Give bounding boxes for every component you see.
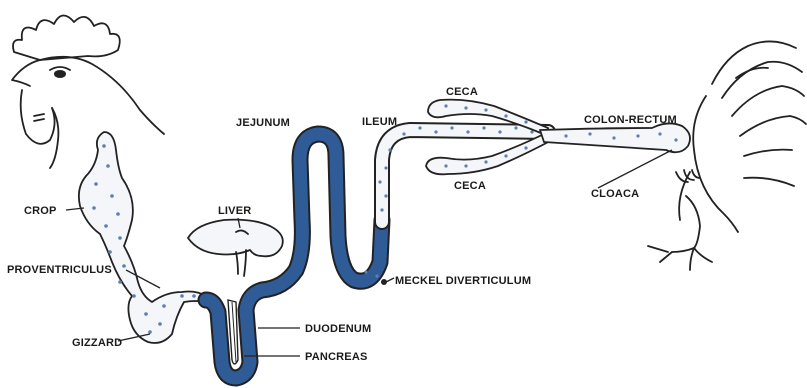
label-jejunum: JEJUNUM [236, 117, 290, 129]
liver [188, 220, 283, 257]
label-gizzard: GIZZARD [72, 337, 122, 349]
comb [13, 15, 120, 60]
label-liver: LIVER [218, 205, 251, 217]
label-ileum: ILEUM [362, 116, 397, 128]
beak [12, 60, 40, 86]
label-ceca-bottom: CECA [454, 180, 486, 192]
head-outline [40, 57, 164, 134]
wattle [21, 90, 55, 144]
label-pancreas: PANCREAS [305, 351, 368, 363]
label-ceca-top: CECA [446, 86, 478, 98]
label-cloaca: CLOACA [591, 188, 639, 200]
small-intestine [206, 134, 382, 378]
label-meckel-diverticulum: MECKEL DIVERTICULUM [395, 275, 531, 287]
label-proventriculus: PROVENTRICULUS [7, 264, 112, 276]
eye [54, 70, 66, 78]
crop-proventriculus-gizzard [79, 132, 206, 343]
rooster-head [12, 15, 164, 168]
label-colon-rectum: COLON-RECTUM [584, 114, 677, 126]
label-crop: CROP [24, 205, 57, 217]
label-duodenum: DUODENUM [305, 323, 371, 335]
rooster-tail [679, 41, 806, 232]
eye-brow [50, 67, 70, 70]
wattle-mark [34, 114, 44, 121]
